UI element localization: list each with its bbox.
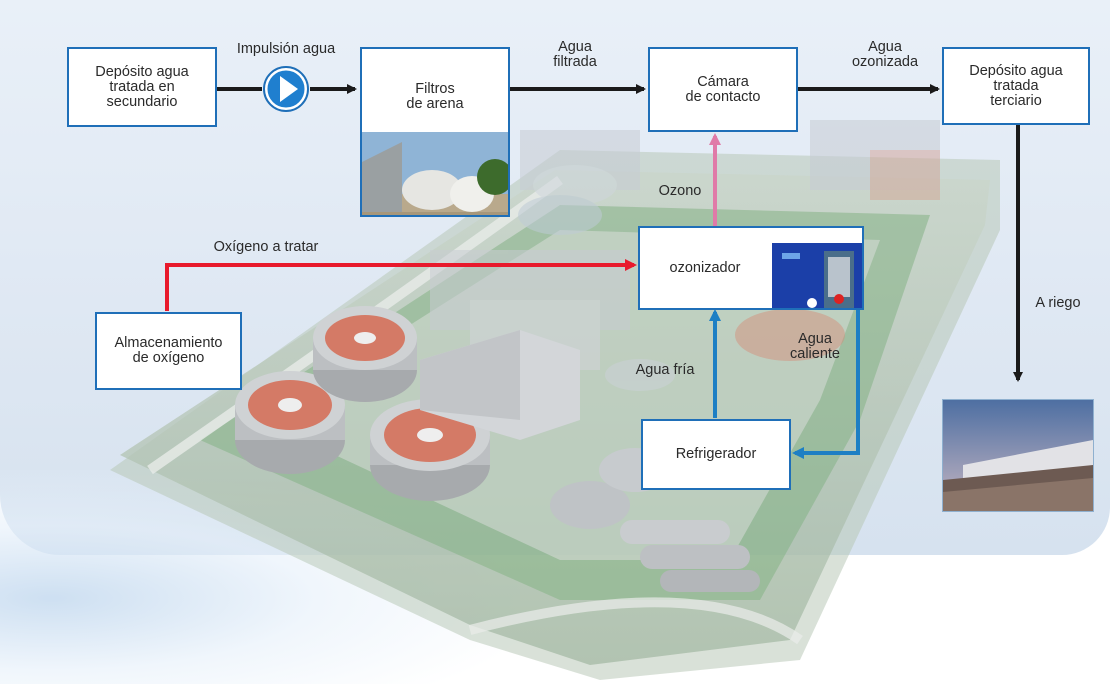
agua-caliente-label: Agua caliente bbox=[790, 331, 840, 362]
agua-fria-label: Agua fría bbox=[635, 362, 695, 378]
deposito-terciario-box: Depósito agua tratada terciario bbox=[942, 47, 1090, 125]
filtros-arena-box: Filtros de arena bbox=[360, 47, 510, 217]
deposito-secundario-box: Depósito agua tratada en secundario bbox=[67, 47, 217, 127]
ozonizer-photo bbox=[772, 228, 862, 308]
almacenamiento-oxigeno-box: Almacenamiento de oxígeno bbox=[95, 312, 242, 390]
refrigerador-box: Refrigerador bbox=[641, 419, 791, 490]
ozonizador-label: ozonizador bbox=[669, 259, 741, 276]
oxigeno-tratar-label: Oxígeno a tratar bbox=[213, 239, 319, 255]
flow-connectors bbox=[165, 84, 1023, 459]
agua-ozonizada-label: Agua ozonizada bbox=[851, 39, 919, 70]
sand-filter-photo bbox=[362, 117, 508, 215]
filtros-arena-label: Filtros de arena bbox=[406, 81, 464, 112]
pump-icon bbox=[263, 66, 309, 112]
a-riego-label: A riego bbox=[1035, 295, 1081, 311]
camara-contacto-box: Cámara de contacto bbox=[648, 47, 798, 132]
impulsion-agua-label: Impulsión agua bbox=[236, 41, 336, 57]
agua-filtrada-label: Agua filtrada bbox=[553, 39, 597, 70]
irrigation-greenhouse-photo bbox=[942, 399, 1094, 512]
ozono-label: Ozono bbox=[658, 183, 702, 199]
ozonizador-box: ozonizador bbox=[638, 226, 864, 310]
